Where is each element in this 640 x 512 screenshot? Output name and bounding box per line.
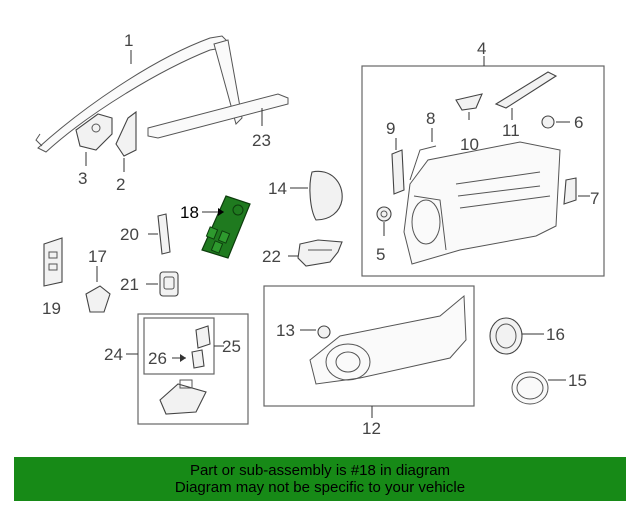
callout-13: 13 bbox=[276, 321, 295, 340]
banner-line-1: Part or sub-assembly is #18 in diagram bbox=[189, 462, 451, 479]
callout-18: 18 bbox=[180, 203, 199, 222]
part-1-window-molding bbox=[35, 35, 243, 153]
part-5-fastener bbox=[376, 206, 392, 222]
callout-25: 25 bbox=[222, 337, 241, 356]
callout-20: 20 bbox=[120, 225, 139, 244]
callout-7: 7 bbox=[590, 189, 599, 208]
part-7-bracket bbox=[563, 177, 577, 205]
callout-5: 5 bbox=[376, 245, 385, 264]
callout-4: 4 bbox=[477, 39, 486, 58]
callout-21: 21 bbox=[120, 275, 139, 294]
callout-2: 2 bbox=[116, 175, 125, 194]
part-25-switch bbox=[195, 325, 211, 349]
callout-14: 14 bbox=[268, 179, 287, 198]
callout-15: 15 bbox=[568, 371, 587, 390]
part-14-mirror bbox=[309, 170, 343, 221]
part-16-speaker-ring bbox=[489, 317, 523, 355]
box-4 bbox=[361, 65, 605, 277]
callout-23: 23 bbox=[252, 131, 271, 150]
part-6-clip bbox=[541, 115, 555, 129]
part-23-belt-molding bbox=[147, 93, 289, 139]
callout-10: 10 bbox=[460, 135, 479, 154]
part-15-speaker-trim bbox=[511, 371, 549, 405]
part-3-mirror-base bbox=[75, 113, 113, 151]
parts-diagram: 1 3 2 23 18 20 19 17 bbox=[35, 31, 605, 438]
callout-26: 26 bbox=[148, 349, 167, 368]
part-17-switch bbox=[85, 285, 111, 313]
banner-line-2: Diagram may not be specific to your vehi… bbox=[174, 479, 466, 496]
callout-1: 1 bbox=[124, 31, 133, 50]
box-12 bbox=[263, 285, 475, 407]
part-22-door-handle bbox=[297, 239, 343, 267]
part-19-switch-panel bbox=[43, 237, 63, 287]
part-2-sail-panel bbox=[115, 110, 137, 157]
callout-11: 11 bbox=[502, 121, 520, 140]
part-13-clip bbox=[317, 325, 331, 339]
door-panel-assembly bbox=[403, 141, 561, 265]
callout-12: 12 bbox=[362, 419, 381, 438]
box-24 bbox=[137, 313, 249, 425]
callout-16: 16 bbox=[546, 325, 565, 344]
part-8-rod bbox=[409, 145, 437, 181]
part-26-bulb bbox=[191, 349, 205, 369]
callout-8: 8 bbox=[426, 109, 435, 128]
part-9-bracket bbox=[391, 149, 405, 195]
callout-22: 22 bbox=[262, 247, 281, 266]
part-20-trim-piece bbox=[157, 213, 171, 255]
callout-24: 24 bbox=[104, 345, 123, 364]
callout-19: 19 bbox=[42, 299, 61, 318]
part-12-door-trim-panel bbox=[309, 294, 467, 385]
part-21-button bbox=[159, 271, 179, 297]
part-11-trim-strip bbox=[494, 71, 558, 109]
part-10-trim-insert bbox=[455, 93, 483, 111]
callout-9: 9 bbox=[386, 119, 395, 138]
callout-17: 17 bbox=[88, 247, 107, 266]
info-banner: Part or sub-assembly is #18 in diagram D… bbox=[14, 457, 626, 501]
callout-3: 3 bbox=[78, 169, 87, 188]
part-24-courtesy-lamp bbox=[159, 379, 207, 415]
part-18-window-switch bbox=[201, 195, 251, 259]
callout-6: 6 bbox=[574, 113, 583, 132]
